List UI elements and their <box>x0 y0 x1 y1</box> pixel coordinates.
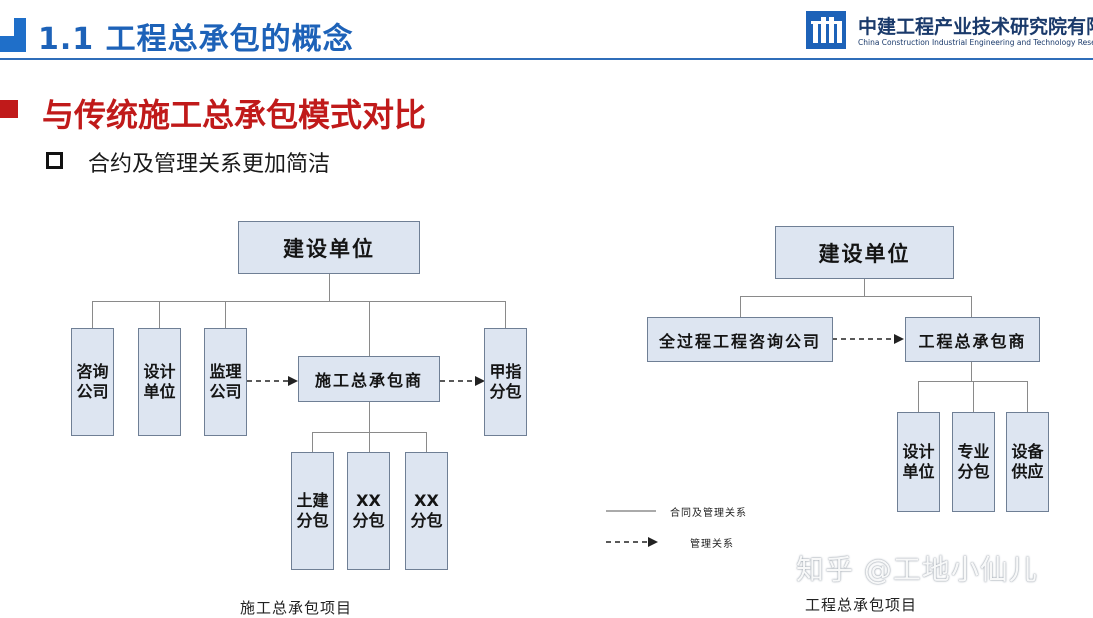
connector-line <box>973 381 974 412</box>
page-title: 1.1 工程总承包的概念 <box>38 22 354 57</box>
connector-line <box>971 362 972 382</box>
watermark: 知乎 @工地小仙儿 <box>796 553 1038 586</box>
right-specialty-sub-box: 专业分包 <box>952 412 995 512</box>
bullet-text: 合约及管理关系更加简洁 <box>88 152 331 177</box>
connector-line <box>225 301 226 328</box>
connector-line <box>1027 381 1028 412</box>
legend-dashed-label: 管理关系 <box>690 539 734 550</box>
connector-line <box>740 296 972 297</box>
left-diagram-caption: 施工总承包项目 <box>240 599 353 617</box>
arrowhead <box>475 376 485 386</box>
right-owner-box: 建设单位 <box>775 226 954 279</box>
right-consulting-box: 全过程工程咨询公司 <box>647 317 833 362</box>
left-civil-sub-box: 土建分包 <box>291 452 334 570</box>
right-design-box: 设计单位 <box>897 412 940 512</box>
connector-line <box>740 296 741 318</box>
connector-line <box>864 279 865 297</box>
right-equipment-box: 设备供应 <box>1006 412 1049 512</box>
left-design-box: 设计单位 <box>138 328 181 436</box>
connector-line <box>369 402 370 433</box>
connector-line <box>312 432 313 452</box>
left-owner-box: 建设单位 <box>238 221 420 274</box>
arrowhead <box>648 537 658 547</box>
connector-line <box>92 301 93 328</box>
connector-line <box>426 432 427 452</box>
connector-line <box>369 432 370 452</box>
right-epc-box: 工程总承包商 <box>905 317 1040 362</box>
right-diagram-caption: 工程总承包项目 <box>805 596 918 614</box>
section-title: 与传统施工总承包模式对比 <box>42 96 427 134</box>
connector-line <box>329 274 330 302</box>
connector-line <box>505 301 506 328</box>
left-xx-sub-box: XX分包 <box>347 452 390 570</box>
left-xx-sub-box: XX分包 <box>405 452 448 570</box>
org-name-cn: 中建工程产业技术研究院有限 <box>858 16 1093 38</box>
left-supervision-box: 监理公司 <box>204 328 247 436</box>
connector-line <box>918 381 919 412</box>
arrowhead <box>288 376 298 386</box>
legend-solid-label: 合同及管理关系 <box>670 508 747 519</box>
section-square-icon <box>0 100 18 118</box>
header-divider <box>0 58 1093 60</box>
left-contractor-box: 施工总承包商 <box>298 356 440 402</box>
connector-line <box>369 301 370 356</box>
company-logo-icon <box>806 11 846 49</box>
connector-line <box>159 301 160 328</box>
connector-line <box>92 301 506 302</box>
left-designated-sub-box: 甲指分包 <box>484 328 527 436</box>
left-consulting-box: 咨询公司 <box>71 328 114 436</box>
connector-line <box>971 296 972 318</box>
bullet-square-icon <box>46 152 63 169</box>
header-accent-mark <box>0 18 26 52</box>
arrowhead <box>894 334 904 344</box>
org-name-en: China Construction Industrial Engineerin… <box>858 38 1093 47</box>
